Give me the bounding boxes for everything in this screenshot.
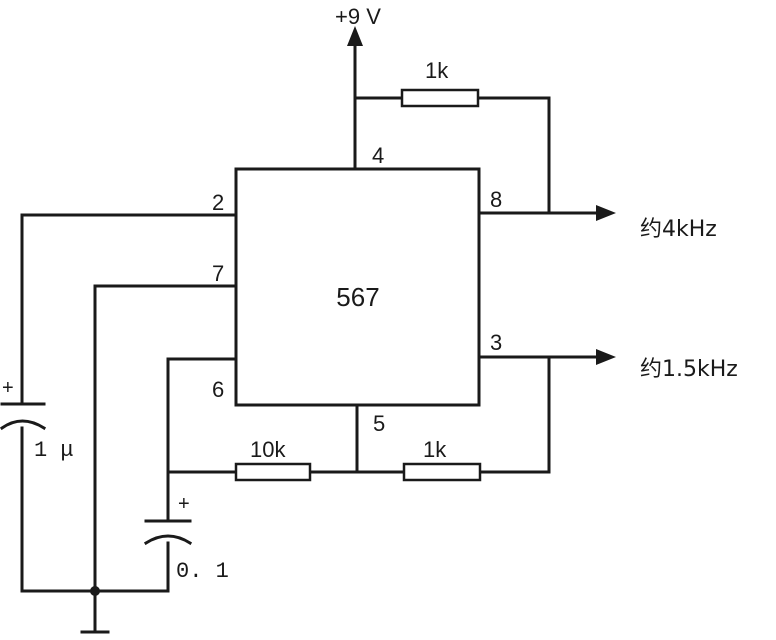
output-2-line [477,349,616,474]
pin-5-label: 5 [373,411,385,436]
resistor-1k-label: 1k [423,437,447,462]
capacitor-0-1-plus: + [178,493,190,515]
resistor-top-1k [400,88,480,108]
pin-3-label: 3 [490,330,502,355]
resistor-top-label: 1k [425,58,449,83]
ground-bus [20,586,170,634]
resistor-bottom-10k [234,462,312,482]
resistor-10k-label: 10k [250,437,286,462]
capacitor-1u [0,402,47,431]
ic-label: 567 [336,282,379,312]
pin-4-label: 4 [372,143,384,168]
ic-567-body [234,167,481,407]
pin-8-label: 8 [490,187,502,212]
resistor-bottom-1k [402,462,482,482]
capacitor-0-1-label: 0. 1 [176,559,229,584]
supply-rail [347,26,363,171]
capacitor-1u-label: 1 μ [34,438,74,463]
pin-6-wire [166,357,238,593]
pin-6-label: 6 [212,377,224,402]
output-1-line [477,205,616,221]
pin-2-wire [20,213,238,593]
ground-junction-dot [90,586,100,596]
output-1-label: 约4kHz [640,217,717,242]
supply-arrow-icon [347,26,363,46]
supply-label: +9 V [335,4,381,29]
pin-7-wire [93,284,238,593]
output-1-arrow-icon [596,205,616,221]
bottom-resistor-network [166,403,551,474]
top-resistor-loop [353,96,551,215]
output-2-label: 约1.5kHz [640,357,738,382]
capacitor-1u-plus: + [2,377,14,399]
pin-7-label: 7 [212,261,224,286]
pin-2-label: 2 [212,190,224,215]
capacitor-0-1 [143,519,193,546]
output-2-arrow-icon [596,349,616,365]
